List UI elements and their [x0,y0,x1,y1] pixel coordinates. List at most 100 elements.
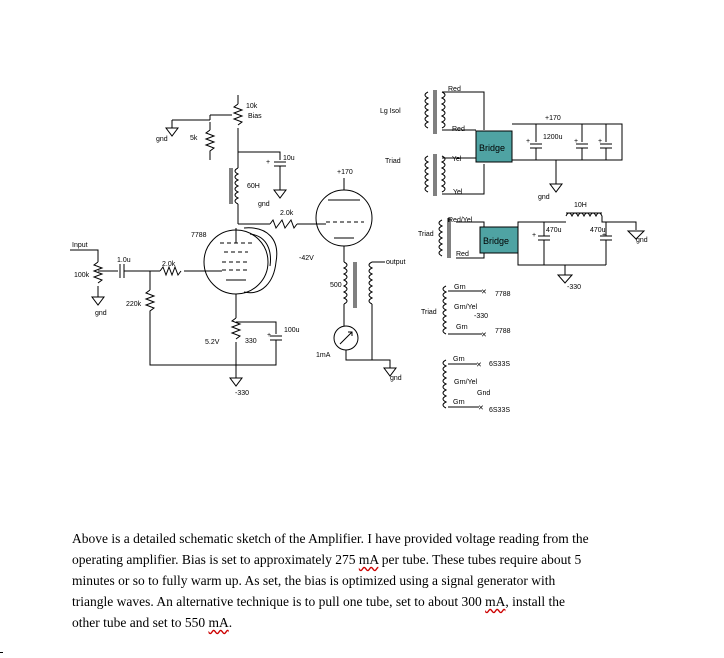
yel-label: Yel [452,156,462,163]
gnd-label: gnd [156,136,168,143]
red-yel-label: Red/Yel [448,217,473,224]
transformer-heater-a [442,285,448,335]
caption-line: triangle waves. An alternative technique… [72,591,632,612]
plus-sign: + [598,138,602,145]
caption-text: , install the [505,594,566,609]
heater-supply: Triad Grn ✕ 7788 Grn/Yel -330 Grn ✕ 7788… [421,284,511,414]
grn-label: Grn [456,324,468,331]
bridge-rectifier-lower [479,226,519,254]
caption-unit: mA [485,594,506,609]
grn-yel-label: Grn/Yel [454,304,478,311]
r-2k-grid1-label: 2.0k [162,261,176,268]
capacitor-470u-a [538,235,550,241]
capacitor-100u [270,335,282,341]
resistor-100k [92,261,104,284]
plus-sign: + [266,159,270,166]
ground-symbol [91,296,105,306]
power-supply: Lg Isol Red Red Triad Yel Yel Bridge +17… [380,86,648,291]
tube-7788-stage: 10k Bias gnd 5k + 10u 60H gnd 2.0k 7788 [156,95,310,397]
caption-line: other tube and set to 550 mA. [72,612,632,633]
caption-line: minutes or so to fully warm up. As set, … [72,573,556,588]
bias-label: Bias [248,113,262,120]
grn-label: Grn [454,284,466,291]
ground-symbol [556,274,574,284]
caption-unit: mA [208,615,229,630]
amplifier-schematic: Input 100k gnd 1.0u 220k 2.0k 10k Bias g… [70,86,648,414]
capacitor-10u [274,161,286,167]
r-220k-label: 220k [126,301,142,308]
r-5k-label: 5k [190,135,198,142]
tube-6s33s-label: 6S33S [489,407,510,414]
bridge-label: Bridge [483,236,509,246]
transformer-primary-bias [438,219,444,257]
plus-sign: + [526,138,530,145]
caption-text: triangle waves. An alternative technique… [72,594,486,609]
x-mark: ✕ [478,405,484,412]
inductor-10h [565,212,603,218]
triad-label: Triad [418,231,434,238]
description-paragraph: Above is a detailed schematic sketch of … [72,528,632,633]
tube-6s33s-label: 6S33S [489,361,510,368]
tube-7788-label: 7788 [191,232,207,239]
triad-label: Triad [421,309,437,316]
grn-label: Grn [453,399,465,406]
resistor-330 [230,317,242,340]
x-mark: ✕ [481,332,487,339]
r-100k-label: 100k [74,272,90,279]
r-2k-grid2-label: 2.0k [280,210,294,217]
v-5v2-label: 5.2V [205,339,220,346]
l-10h-label: 10H [574,202,587,209]
ground-symbol [549,183,563,193]
gnd-label: gnd [95,310,107,317]
triad-label: Triad [385,158,401,165]
c-10u-label: 10u [283,155,295,162]
v-plus170-label: +170 [545,115,561,122]
grn-yel-label: Grn/Yel [454,379,478,386]
l-60h-label: 60H [247,183,260,190]
x-mark: ✕ [476,362,482,369]
caption-text: other tube and set to 550 [72,615,209,630]
c-1u-label: 1.0u [117,257,131,264]
c-470u-a-label: 470u [546,227,562,234]
bridge-label: Bridge [479,143,505,153]
r-330-label: 330 [245,338,257,345]
caption-unit: mA [358,552,379,567]
page-corner-mark [0,652,3,653]
resistor-10k-bias [232,103,244,126]
v-neg330-label: -330 [567,284,581,291]
input-label: Input [72,242,88,249]
ground-symbol [383,367,397,377]
c-100u-label: 100u [284,327,300,334]
ground-symbol [165,127,179,137]
plus-sign: + [574,138,578,145]
capacitor-1u [119,264,125,278]
inductor-500 [342,261,348,305]
c-470u-b-label: 470u [590,227,606,234]
r-500-label: 500 [330,282,342,289]
caption-line: operating amplifier. Bias is set to appr… [72,549,632,570]
caption-line: Above is a detailed schematic sketch of … [72,531,589,546]
gnd-label: gnd [258,201,270,208]
caption-text: per tube. These tubes require about 5 [378,552,582,567]
plus-sign: + [532,232,536,239]
resistor-5k [204,129,216,160]
gnd-label: gnd [538,194,550,201]
transformer-secondary-lg [440,91,446,129]
resistor-220k [144,289,236,366]
transformer-primary-triad [424,155,430,193]
gnd-label: Gnd [477,390,490,397]
output-tube-stage: +170 -42V 500 output 1mA gnd [299,169,406,382]
meter-1ma-label: 1mA [316,352,331,359]
gnd-label: gnd [390,375,402,382]
ground-symbol [273,189,287,199]
x-mark: ✕ [481,289,487,296]
v-neg330-label: -330 [235,390,249,397]
plus-sign: + [602,232,606,239]
ground-symbol [229,377,243,387]
v-neg330-label: -330 [474,313,488,320]
v-neg42-label: -42V [299,255,314,262]
red-label: Red [448,86,461,93]
yel-label: Yel [453,189,463,196]
plus-sign: + [267,332,271,339]
ground-symbol [626,230,646,240]
